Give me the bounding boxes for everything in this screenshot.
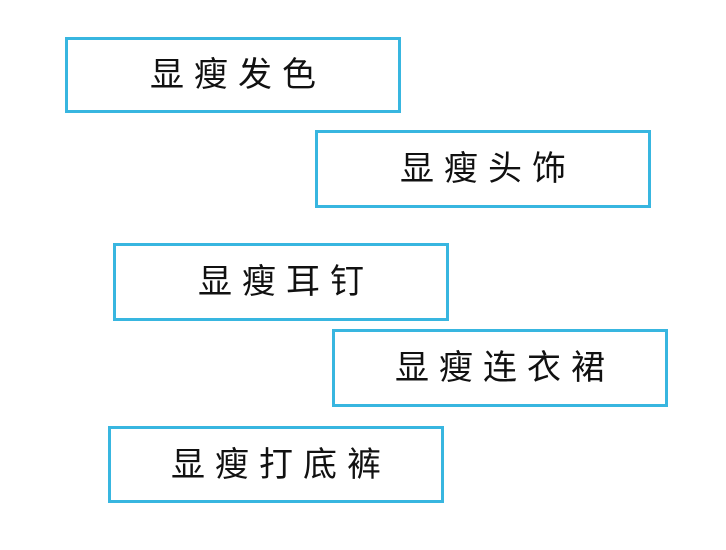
label-box-leggings: 显瘦打底裤 xyxy=(108,426,444,503)
label-box-headwear: 显瘦头饰 xyxy=(315,130,651,208)
label-box-headwear-text: 显瘦头饰 xyxy=(400,149,576,189)
label-box-dress: 显瘦连衣裙 xyxy=(332,329,668,407)
label-box-earrings: 显瘦耳钉 xyxy=(113,243,449,321)
label-box-earrings-text: 显瘦耳钉 xyxy=(198,262,374,302)
label-box-leggings-text: 显瘦打底裤 xyxy=(171,444,391,485)
label-box-hair-color: 显瘦发色 xyxy=(65,37,401,113)
label-box-dress-text: 显瘦连衣裙 xyxy=(395,348,615,388)
label-box-hair-color-text: 显瘦发色 xyxy=(150,55,326,95)
